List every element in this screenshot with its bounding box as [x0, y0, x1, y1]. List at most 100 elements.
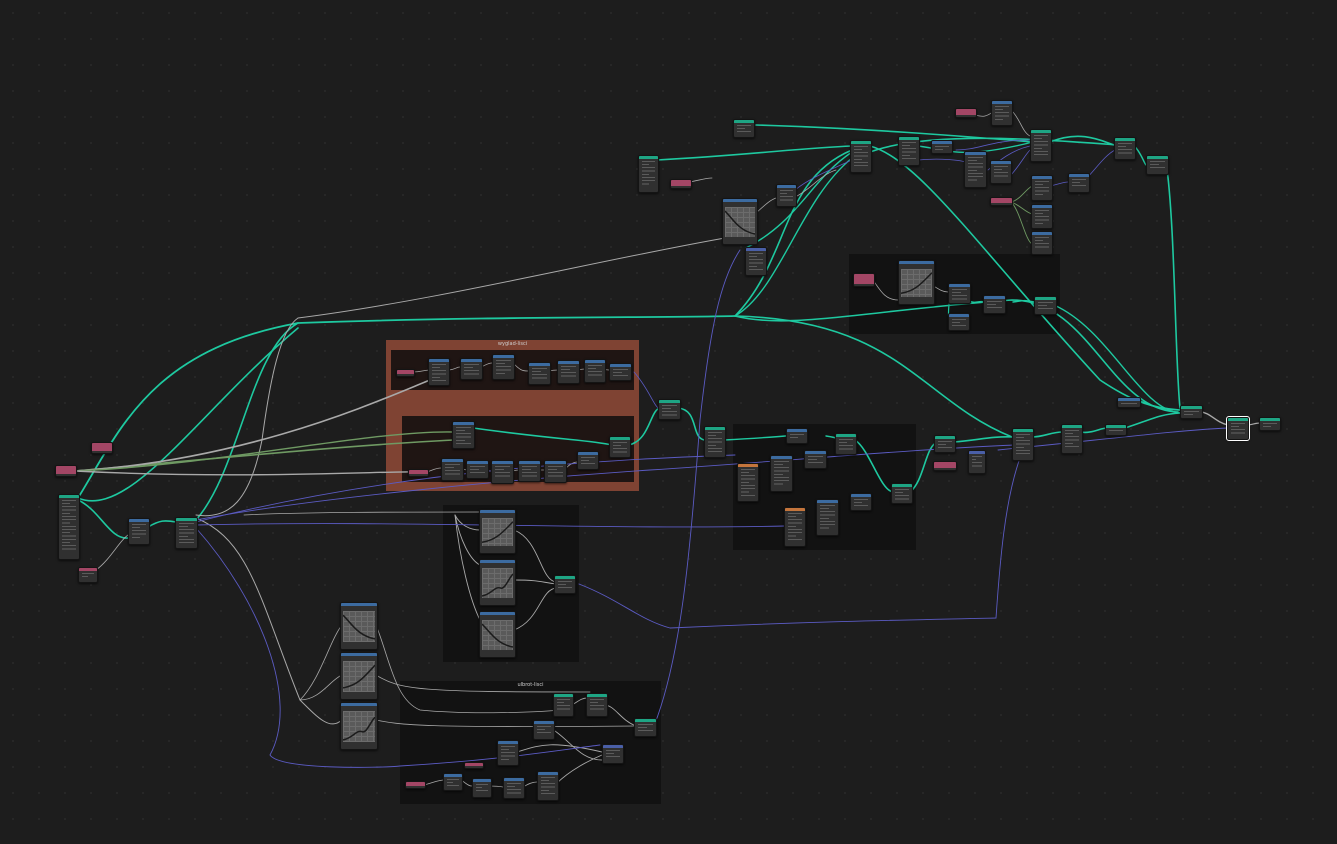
curve-widget[interactable] [725, 207, 755, 237]
node[interactable] [78, 567, 98, 583]
node-link[interactable] [299, 674, 343, 701]
node-header[interactable] [129, 519, 149, 522]
node[interactable] [1031, 204, 1053, 229]
node-header[interactable] [934, 462, 956, 468]
node-header[interactable] [1032, 176, 1052, 179]
node-header[interactable] [991, 198, 1012, 203]
node-header[interactable] [558, 361, 579, 364]
node-link[interactable] [74, 431, 455, 472]
node[interactable] [466, 460, 489, 479]
node-header[interactable] [610, 364, 631, 367]
node-header[interactable] [1032, 205, 1052, 208]
node-header[interactable] [805, 451, 826, 454]
node-header[interactable] [1069, 174, 1089, 177]
curve-node[interactable] [722, 198, 758, 245]
node-link[interactable] [1079, 427, 1108, 434]
node-header[interactable] [59, 495, 79, 498]
node-header[interactable] [1035, 297, 1056, 300]
node[interactable] [658, 399, 681, 420]
node[interactable] [1068, 173, 1090, 193]
node-header[interactable] [1031, 130, 1051, 133]
node[interactable] [1031, 231, 1053, 255]
node[interactable] [175, 517, 198, 549]
node-link[interactable] [95, 534, 129, 571]
node-header[interactable] [956, 109, 976, 115]
node-link[interactable] [77, 315, 736, 499]
node[interactable] [1030, 129, 1052, 162]
node-link[interactable] [1010, 201, 1033, 245]
node-header[interactable] [409, 470, 428, 474]
node[interactable] [983, 295, 1006, 314]
node-header[interactable] [1228, 418, 1248, 421]
node-header[interactable] [1013, 429, 1033, 432]
node-header[interactable] [465, 763, 483, 766]
node[interactable] [898, 136, 920, 166]
node-header[interactable] [949, 314, 969, 317]
node-link[interactable] [551, 728, 603, 761]
node-link[interactable] [472, 427, 613, 446]
curve-widget[interactable] [343, 611, 375, 642]
node[interactable] [452, 421, 475, 449]
node-header[interactable] [1181, 406, 1202, 409]
node-header[interactable] [785, 508, 805, 511]
input-node[interactable] [853, 273, 875, 287]
node-link[interactable] [1010, 109, 1031, 137]
curve-node[interactable] [479, 509, 516, 554]
node-header[interactable] [444, 774, 462, 777]
node[interactable] [1146, 155, 1169, 175]
node[interactable] [584, 359, 606, 383]
node[interactable] [816, 499, 839, 536]
node[interactable] [1061, 424, 1083, 454]
node-header[interactable] [492, 461, 513, 464]
node-header[interactable] [639, 156, 658, 159]
node-header[interactable] [787, 429, 807, 432]
input-node[interactable] [990, 197, 1013, 206]
input-node[interactable] [396, 369, 415, 377]
node-header[interactable] [723, 199, 757, 202]
node-link[interactable] [555, 754, 603, 785]
node-link[interactable] [872, 279, 899, 301]
node[interactable] [704, 426, 726, 458]
node-link[interactable] [426, 467, 442, 473]
node-header[interactable] [578, 452, 598, 455]
node-header[interactable] [555, 576, 575, 579]
node-header[interactable] [480, 560, 515, 563]
node[interactable] [850, 493, 872, 511]
node-header[interactable] [899, 137, 919, 140]
node-link[interactable] [854, 439, 894, 493]
curve-widget[interactable] [343, 661, 375, 692]
node[interactable] [554, 575, 576, 594]
node-header[interactable] [949, 284, 970, 287]
node-header[interactable] [992, 101, 1012, 104]
node[interactable] [1117, 397, 1141, 408]
node-header[interactable] [899, 261, 934, 264]
node-header[interactable] [545, 461, 566, 464]
node[interactable] [492, 354, 515, 380]
node[interactable] [1012, 428, 1034, 461]
node-header[interactable] [746, 248, 766, 251]
node-header[interactable] [480, 612, 515, 615]
node[interactable] [934, 435, 956, 453]
node-link[interactable] [1030, 431, 1064, 438]
node[interactable] [770, 455, 793, 492]
node[interactable] [497, 740, 519, 766]
node[interactable] [537, 771, 559, 801]
node-header[interactable] [176, 518, 197, 521]
curve-widget[interactable] [901, 269, 932, 297]
curve-widget[interactable] [482, 568, 513, 598]
node-link[interactable] [794, 169, 837, 198]
node-link[interactable] [1199, 411, 1229, 426]
node-header[interactable] [1106, 425, 1126, 428]
node[interactable] [733, 119, 755, 138]
node[interactable] [533, 720, 555, 740]
node[interactable] [586, 693, 608, 717]
node-header[interactable] [610, 437, 630, 440]
node-header[interactable] [836, 434, 856, 437]
node-header[interactable] [461, 359, 482, 362]
node[interactable] [968, 450, 986, 474]
node-link[interactable] [195, 527, 601, 768]
node-header[interactable] [519, 461, 540, 464]
node-header[interactable] [442, 459, 463, 462]
node-header[interactable] [467, 461, 488, 464]
node-header[interactable] [554, 694, 573, 697]
